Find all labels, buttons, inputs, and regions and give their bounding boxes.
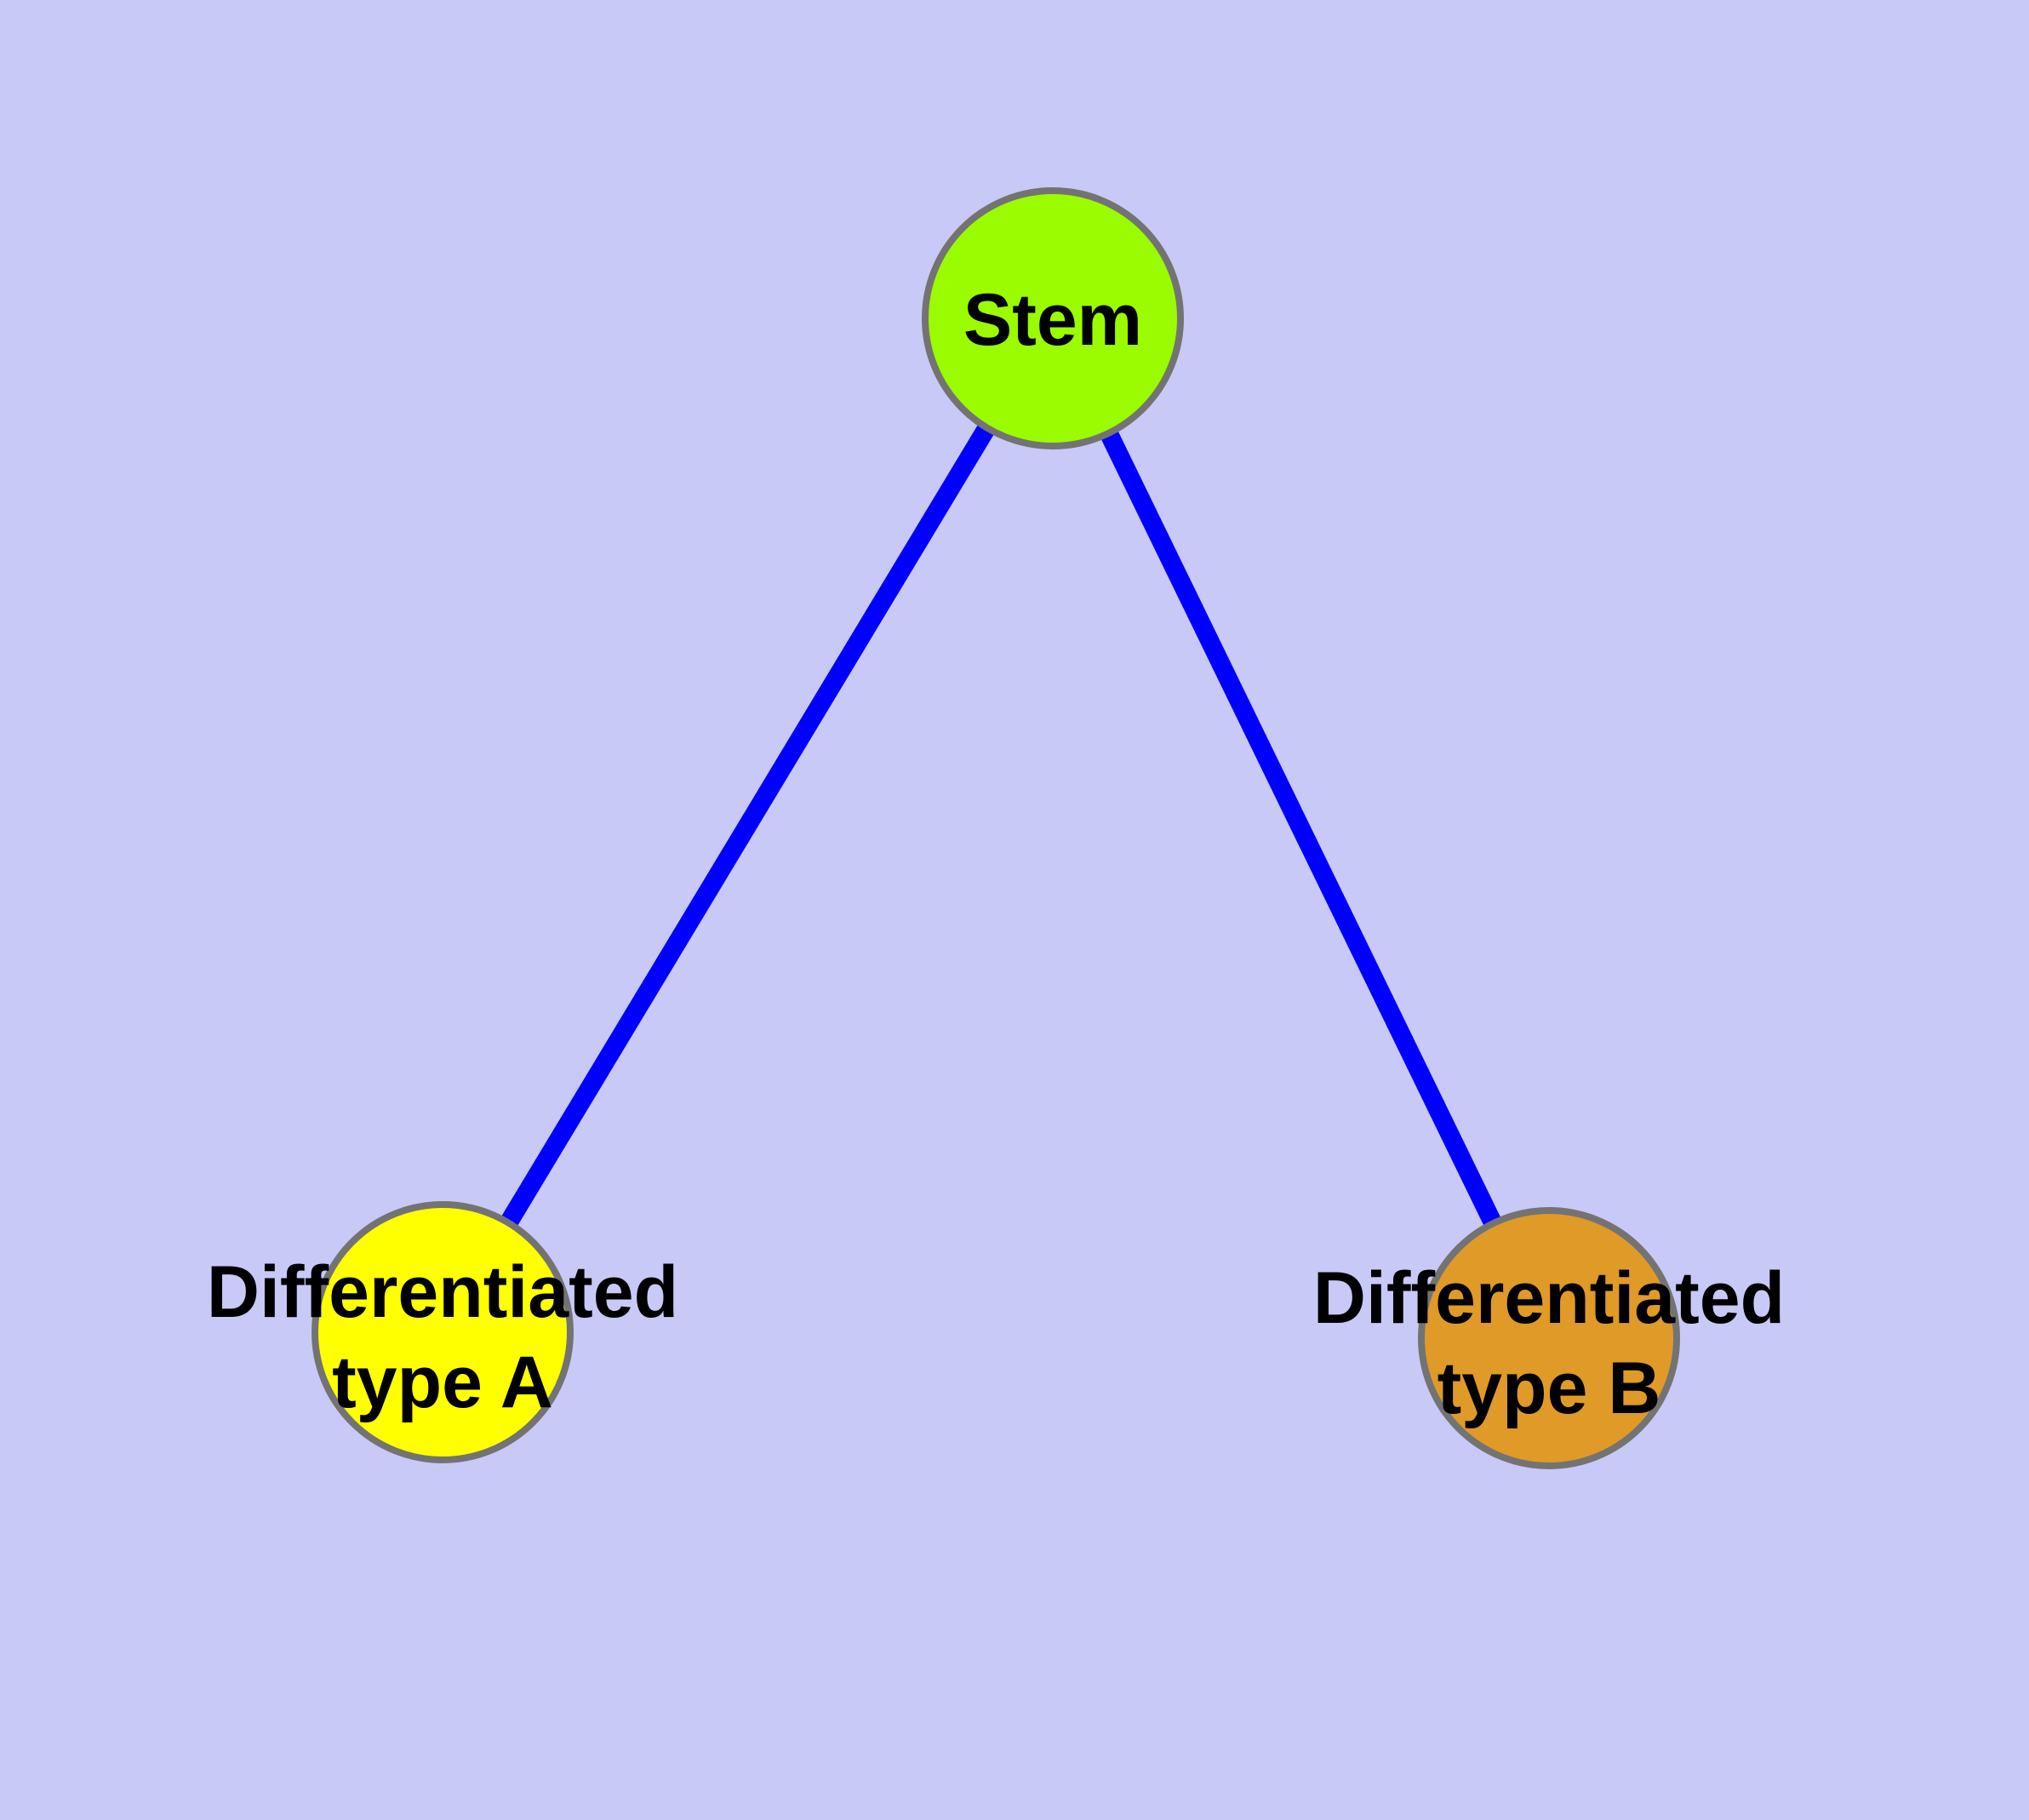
- node-type-a-label-line-1: Differentiated: [207, 1251, 678, 1333]
- edge-stem-to-type-b: [1044, 314, 1557, 1342]
- node-type-a: [311, 1201, 574, 1463]
- node-type-b-label-line-2: type B: [1437, 1348, 1661, 1429]
- node-type-b: [1418, 1207, 1680, 1469]
- node-stem: [922, 187, 1184, 449]
- node-type-b-label-line-1: Differentiated: [1313, 1257, 1785, 1339]
- edge-stem-to-type-a: [434, 313, 1061, 1337]
- node-stem-label: Stem: [963, 279, 1142, 361]
- node-type-a-label-line-2: type A: [332, 1342, 553, 1423]
